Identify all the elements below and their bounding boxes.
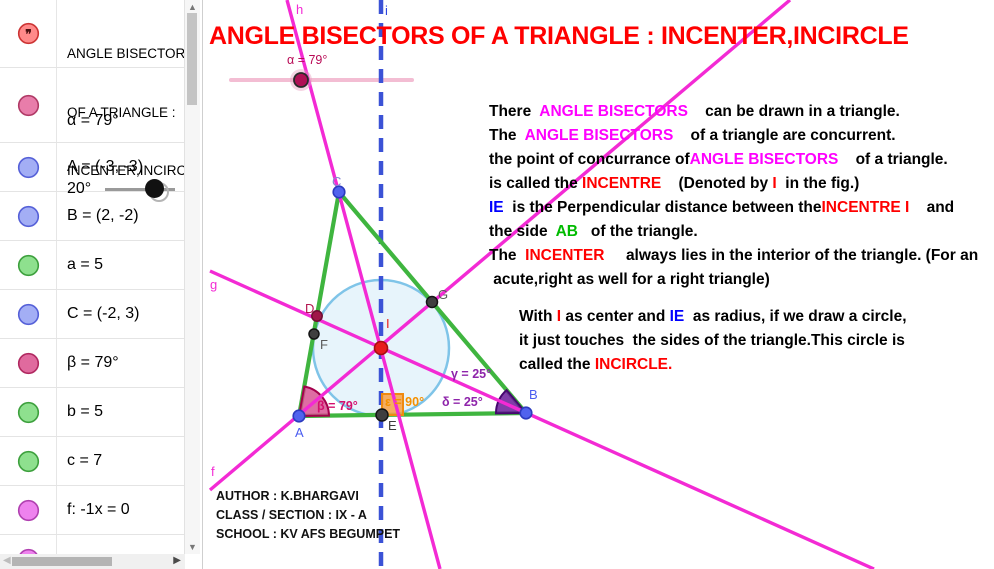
- point-E[interactable]: [375, 408, 389, 422]
- author-line: SCHOOL : KV AFS BEGUMPET: [216, 527, 401, 541]
- author-line: AUTHOR : K.BHARGAVI: [216, 489, 359, 503]
- bisector-line-f[interactable]: [208, 0, 792, 492]
- algebra-row-c[interactable]: c = 7: [0, 437, 185, 486]
- algebra-row-A[interactable]: A = (-3, -3): [0, 143, 185, 192]
- label-line-h: h: [296, 2, 304, 17]
- horizontal-scrollbar[interactable]: ◀ ▶: [0, 554, 185, 569]
- object-visibility-icon[interactable]: [17, 156, 40, 179]
- algebra-value[interactable]: c = 7: [67, 452, 103, 469]
- point-A[interactable]: [292, 409, 306, 423]
- algebra-row-C[interactable]: C = (-2, 3): [0, 290, 185, 339]
- vertical-scrollbar[interactable]: ▲ ▼: [184, 0, 200, 554]
- slider-min-label: 20°: [67, 180, 92, 197]
- object-visibility-icon[interactable]: [17, 303, 40, 326]
- algebra-row-a[interactable]: a = 5: [0, 241, 185, 290]
- rich-text-line: called the INCIRCLE.: [519, 356, 673, 373]
- scroll-left-icon[interactable]: ◀: [3, 555, 11, 566]
- scroll-up-icon[interactable]: ▲: [188, 2, 197, 12]
- rich-text-line: With I as center and IE as radius, if we…: [519, 308, 907, 325]
- text1-line: INCENTER,INCIRC: [67, 163, 187, 178]
- rich-text-line: IE is the Perpendicular distance between…: [489, 199, 955, 216]
- rich-text-line: the point of concurrance ofANGLE BISECTO…: [489, 151, 948, 168]
- slider-track[interactable]: [105, 188, 176, 191]
- label-angle-beta: β = 79°: [317, 399, 358, 413]
- page-title: ANGLE BISECTORS OF A TRIANGLE : INCENTER…: [209, 22, 909, 50]
- alpha-value: α = 79°: [67, 112, 119, 129]
- explanation-block-2: With I as center and IE as radius, if we…: [519, 305, 907, 377]
- algebra-value[interactable]: b = 5: [67, 403, 104, 420]
- object-visibility-icon[interactable]: ❞: [17, 22, 40, 45]
- algebra-value[interactable]: f: -1x = 0: [67, 501, 130, 518]
- point-B[interactable]: [519, 406, 533, 420]
- author-line: CLASS / SECTION : IX - A: [216, 508, 367, 522]
- point-I-incenter[interactable]: [373, 340, 389, 356]
- algebra-row-b[interactable]: b = 5: [0, 388, 185, 437]
- point-F[interactable]: [308, 328, 320, 340]
- rich-text-line: is called the INCENTRE (Denoted by I in …: [489, 175, 860, 192]
- label-point-E: E: [388, 418, 397, 433]
- label-alpha-slider: α = 79°: [287, 53, 328, 67]
- explanation-block-1: There ANGLE BISECTORS can be drawn in a …: [489, 100, 978, 292]
- label-point-D: D: [305, 301, 315, 316]
- label-point-A: A: [295, 425, 304, 440]
- algebra-value[interactable]: C = (-2, 3): [67, 305, 140, 322]
- label-point-G: G: [438, 287, 449, 302]
- label-point-C: C: [332, 174, 342, 189]
- algebra-value[interactable]: β = 79°: [67, 354, 119, 371]
- object-visibility-icon[interactable]: [17, 499, 40, 522]
- rich-text-line: The INCENTER always lies in the interior…: [489, 247, 979, 264]
- algebra-slider[interactable]: [105, 176, 177, 202]
- object-visibility-icon[interactable]: [17, 205, 40, 228]
- rich-text-line: There ANGLE BISECTORS can be drawn in a …: [489, 103, 900, 120]
- vertical-scroll-thumb[interactable]: [187, 13, 197, 105]
- object-visibility-icon[interactable]: [17, 254, 40, 277]
- point-D[interactable]: [311, 310, 323, 322]
- rich-text-line: acute,right as well for a right triangle…: [489, 271, 770, 288]
- bisector-line-h[interactable]: [285, 0, 442, 569]
- rich-text-line: it just touches the sides of the triangl…: [519, 332, 905, 349]
- algebra-value[interactable]: a = 5: [67, 256, 104, 273]
- rich-text-line: The ANGLE BISECTORS of a triangle are co…: [489, 127, 896, 144]
- label-angle-delta: δ = 25°: [442, 395, 483, 409]
- label-point-I: I: [386, 316, 390, 331]
- point-C[interactable]: [332, 185, 346, 199]
- object-visibility-icon[interactable]: [17, 94, 40, 117]
- scroll-down-icon[interactable]: ▼: [188, 542, 197, 552]
- label-angle-epsilon: ε = 90°: [385, 395, 425, 409]
- slider-knob[interactable]: [145, 179, 165, 198]
- author-block: AUTHOR : K.BHARGAVI CLASS / SECTION : IX…: [216, 487, 400, 544]
- label-point-B: B: [529, 387, 538, 402]
- algebra-value[interactable]: A = (-3, -3): [67, 158, 144, 175]
- scroll-right-icon[interactable]: ▶: [173, 555, 181, 566]
- algebra-row-alpha[interactable]: α = 79° 20°: [0, 68, 185, 202]
- algebra-row-beta[interactable]: β = 79°: [0, 339, 185, 388]
- algebra-value[interactable]: B = (2, -2): [67, 207, 139, 224]
- rich-text-line: the side AB of the triangle.: [489, 223, 698, 240]
- object-visibility-icon[interactable]: [17, 450, 40, 473]
- label-line-i: i: [385, 3, 388, 18]
- quote-icon: ❞: [25, 27, 31, 41]
- label-line-f: f: [211, 464, 215, 479]
- horizontal-scroll-thumb[interactable]: [12, 557, 112, 566]
- algebra-row-B[interactable]: B = (2, -2): [0, 192, 185, 241]
- algebra-row-text1[interactable]: ❞ ANGLE BISECTOR OF A TRIANGLE : INCENTE…: [0, 0, 186, 178]
- object-visibility-icon[interactable]: [17, 352, 40, 375]
- text1-line: OF A TRIANGLE :: [67, 104, 176, 120]
- point-G[interactable]: [425, 295, 439, 309]
- text1-line: ANGLE BISECTOR: [67, 46, 186, 61]
- alpha-slider-knob[interactable]: [293, 72, 309, 88]
- label-angle-gamma: γ = 25°: [451, 367, 492, 381]
- algebra-view: ❞ ANGLE BISECTOR OF A TRIANGLE : INCENTE…: [0, 0, 203, 569]
- algebra-row-f[interactable]: f: -1x = 0: [0, 486, 185, 535]
- object-visibility-icon[interactable]: [17, 401, 40, 424]
- label-line-g: g: [210, 277, 218, 292]
- label-point-F: F: [320, 337, 328, 352]
